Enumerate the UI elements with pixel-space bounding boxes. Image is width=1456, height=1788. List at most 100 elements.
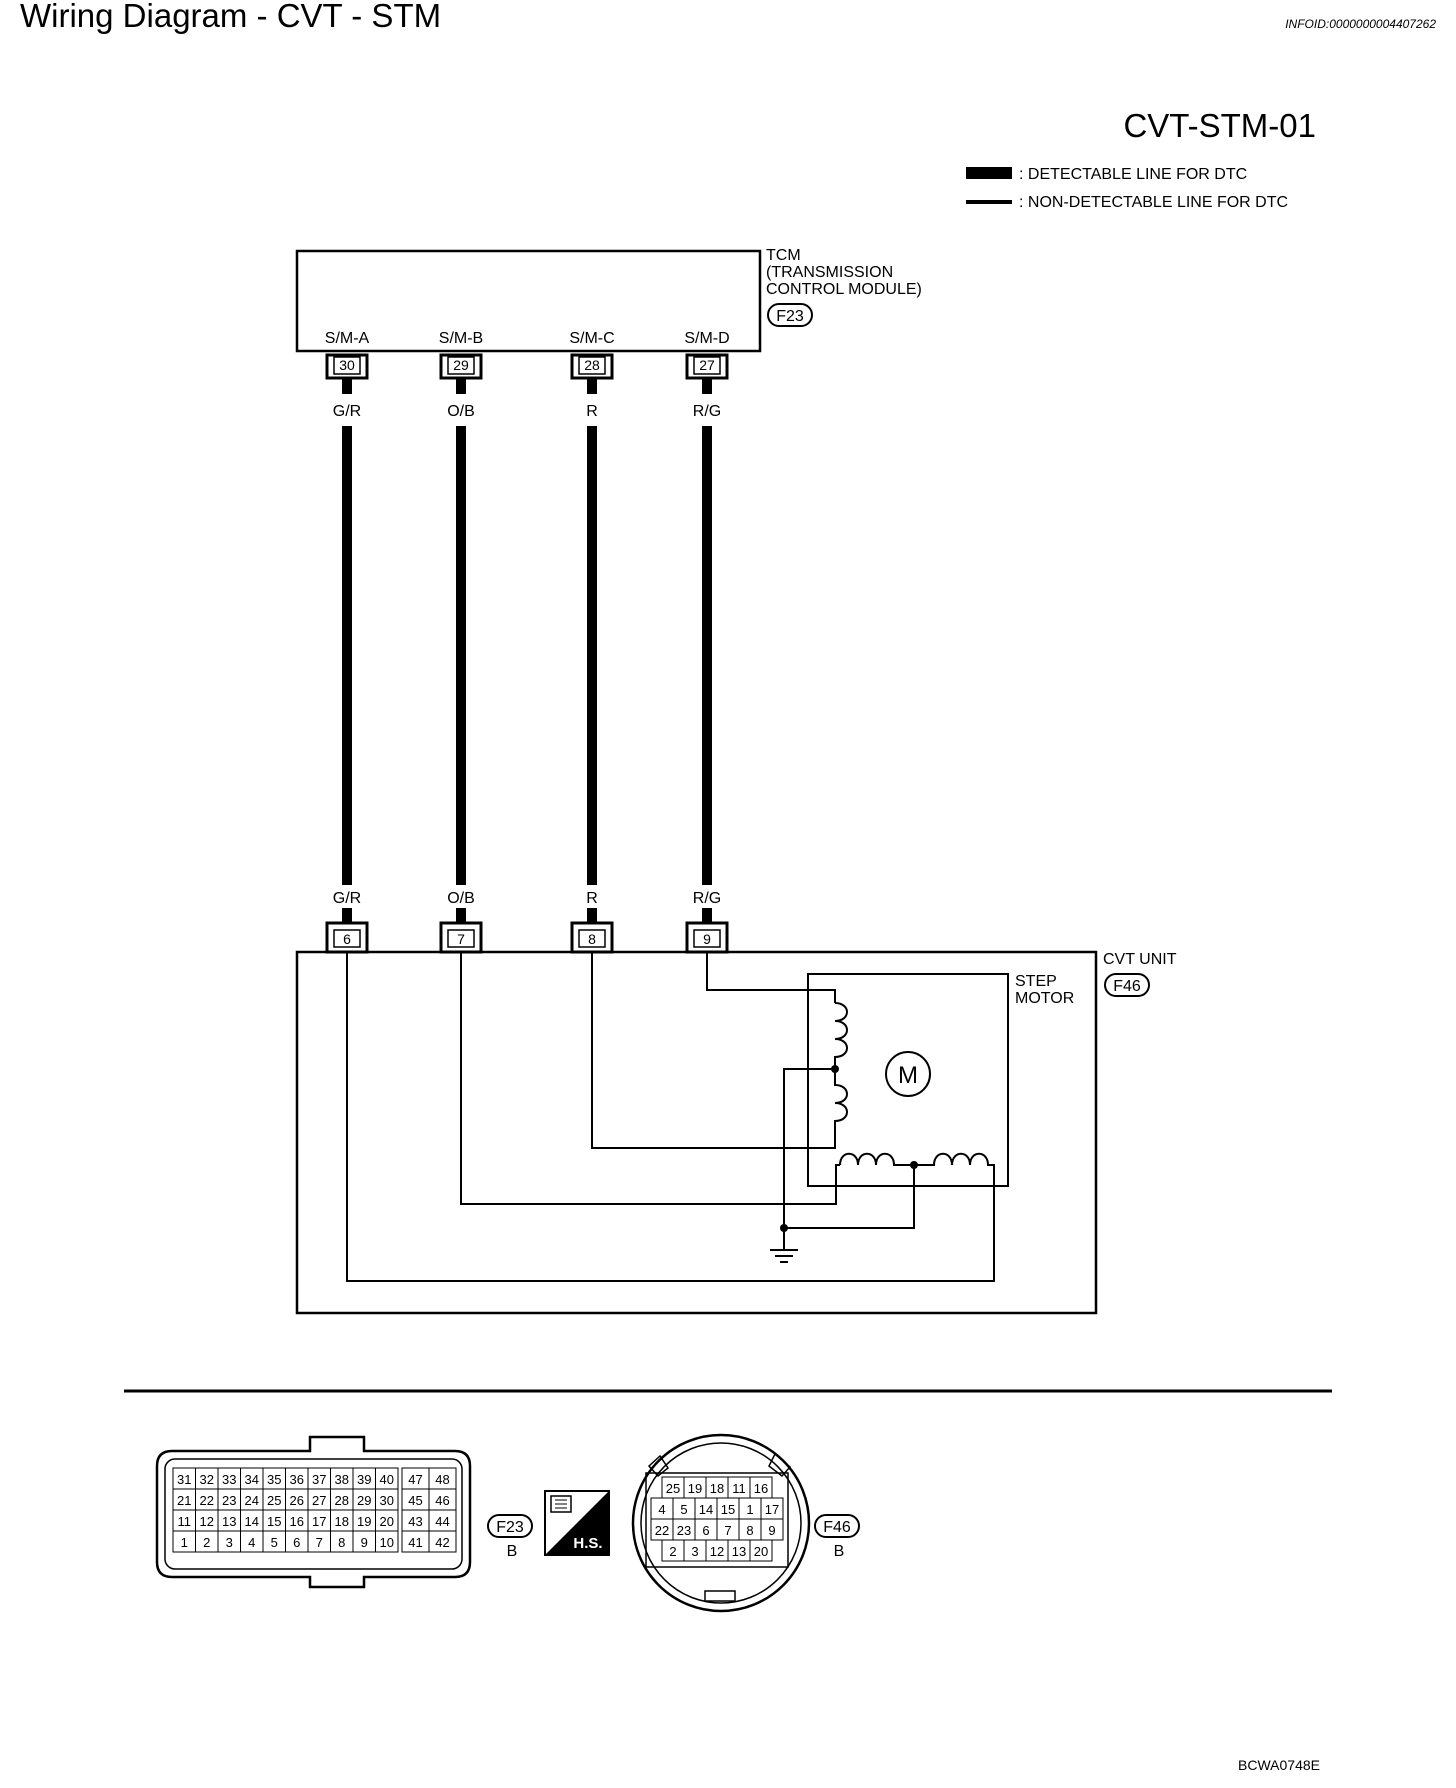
tcm-terminal-s-m-c: S/M-C 28 R: [569, 330, 614, 420]
tcm-label: TCM: [766, 247, 801, 264]
diagram-code: CVT-STM-01: [1123, 107, 1316, 144]
pin-number: 11: [732, 1481, 746, 1496]
pin-number: 12: [200, 1514, 214, 1529]
pin-number: 19: [688, 1481, 702, 1496]
f46-key-right: [768, 1452, 792, 1478]
pin-number: 23: [677, 1523, 691, 1538]
junction-dot: [910, 1161, 918, 1169]
wire-color-bottom: R/G: [693, 890, 721, 907]
pin-number: 10: [380, 1535, 394, 1550]
f23-color-code: B: [507, 1543, 518, 1560]
harness-side-icon: H.S.: [544, 1490, 610, 1556]
pin-number: 9: [361, 1535, 368, 1550]
legend-non-detectable: : NON-DETECTABLE LINE FOR DTC: [1019, 194, 1288, 211]
terminal-name: S/M-D: [684, 330, 729, 347]
wire-g-r-long: [342, 426, 352, 885]
cvt-terminal-8: R 8: [570, 890, 614, 954]
pin-number: 13: [222, 1514, 236, 1529]
wire-r: [587, 378, 597, 394]
pin-number: 22: [200, 1493, 214, 1508]
wire-stub: [702, 908, 712, 924]
terminal-name: S/M-B: [439, 330, 483, 347]
ground-icon: [770, 1249, 798, 1263]
step-motor-label: STEP: [1015, 973, 1057, 990]
tcm-connector-id: F23: [776, 308, 804, 325]
pin-number: 39: [357, 1472, 371, 1487]
f23-housing: [155, 1435, 472, 1589]
pin-number: 13: [732, 1544, 746, 1559]
f46-outer: [631, 1433, 811, 1613]
pin-number: 21: [177, 1493, 191, 1508]
coil-lower-vertical: [591, 952, 848, 1149]
f23-badge-id: F23: [496, 1519, 524, 1536]
terminal-pin-box: [693, 929, 721, 948]
cvt-unit-label: CVT UNIT: [1103, 951, 1177, 968]
wire-o-b-long: [456, 426, 466, 885]
info-id: INFOID:0000000004407262: [1285, 17, 1436, 31]
wire-color-bottom: G/R: [333, 890, 361, 907]
coil-right-horizontal: [346, 952, 995, 1282]
wire-r-g: [702, 378, 712, 394]
pin-number: 27: [312, 1493, 326, 1508]
wire-r-long: [587, 426, 597, 885]
pin-number: 15: [267, 1514, 281, 1529]
pin-cell: [749, 1539, 773, 1562]
pin-number: 8: [746, 1523, 753, 1538]
pin-number: 36: [290, 1472, 304, 1487]
pin-number: 3: [691, 1544, 698, 1559]
pin-number: 24: [245, 1493, 259, 1508]
tcm-terminal-s-m-d: S/M-D 27 R/G: [684, 330, 729, 420]
terminal-pin: 27: [699, 357, 715, 373]
f23-badge: [487, 1514, 533, 1538]
pin-number: 6: [293, 1535, 300, 1550]
pin-number: 38: [335, 1472, 349, 1487]
internal-wiring: [346, 952, 995, 1282]
pin-cell: [375, 1530, 399, 1553]
wire-g-r: [342, 378, 352, 394]
pin-number: 48: [435, 1472, 449, 1487]
f46-key-bottom: [704, 1590, 736, 1602]
wire-color-top: R: [586, 403, 598, 420]
pin-number: 15: [721, 1502, 735, 1517]
wire-stub: [587, 908, 597, 924]
f46-inner: [640, 1442, 802, 1604]
terminal-pin: 6: [343, 931, 351, 947]
f23-inner: [164, 1458, 463, 1570]
terminal-name: S/M-A: [325, 330, 370, 347]
pin-number: 35: [267, 1472, 281, 1487]
tcm-label-line3: CONTROL MODULE): [766, 281, 922, 298]
junction-dot: [831, 1065, 839, 1073]
f46-badge-id: F46: [823, 1519, 851, 1536]
page-title: Wiring Diagram - CVT - STM: [20, 0, 441, 34]
pin-number: 4: [658, 1502, 665, 1517]
pin-number: 7: [724, 1523, 731, 1538]
pin-number: 5: [271, 1535, 278, 1550]
pin-number: 34: [245, 1472, 259, 1487]
footer-code: BCWA0748E: [1238, 1757, 1320, 1773]
wire-color-top: O/B: [447, 403, 475, 420]
pin-number: 6: [702, 1523, 709, 1538]
pin-number: 31: [177, 1472, 191, 1487]
pin-number: 28: [335, 1493, 349, 1508]
pin-number: 20: [380, 1514, 394, 1529]
tcm-terminal-s-m-a: S/M-A 30 G/R: [325, 330, 370, 420]
coil-upper-vertical: [834, 1002, 848, 1069]
wire-color-bottom: O/B: [447, 890, 475, 907]
pin-number: 46: [435, 1493, 449, 1508]
pin-number: 47: [408, 1472, 422, 1487]
terminal-pin: 30: [339, 357, 355, 373]
wire-color-top: R/G: [693, 403, 721, 420]
wire-stub: [342, 908, 352, 924]
pin-number: 26: [290, 1493, 304, 1508]
tcm-module: TCM (TRANSMISSION CONTROL MODULE) F23: [295, 247, 922, 353]
legend-detectable: : DETECTABLE LINE FOR DTC: [1019, 166, 1247, 183]
wire-center-tap-left: [783, 1068, 835, 1228]
pin-number: 17: [312, 1514, 326, 1529]
pin-number: 30: [380, 1493, 394, 1508]
pin-number: 4: [248, 1535, 255, 1550]
wire-color-bottom: R: [586, 890, 598, 907]
terminal-pin-box: [578, 929, 606, 948]
wire-9-to-coil: [706, 952, 836, 1003]
cvt-connector-badge: [1104, 973, 1150, 997]
